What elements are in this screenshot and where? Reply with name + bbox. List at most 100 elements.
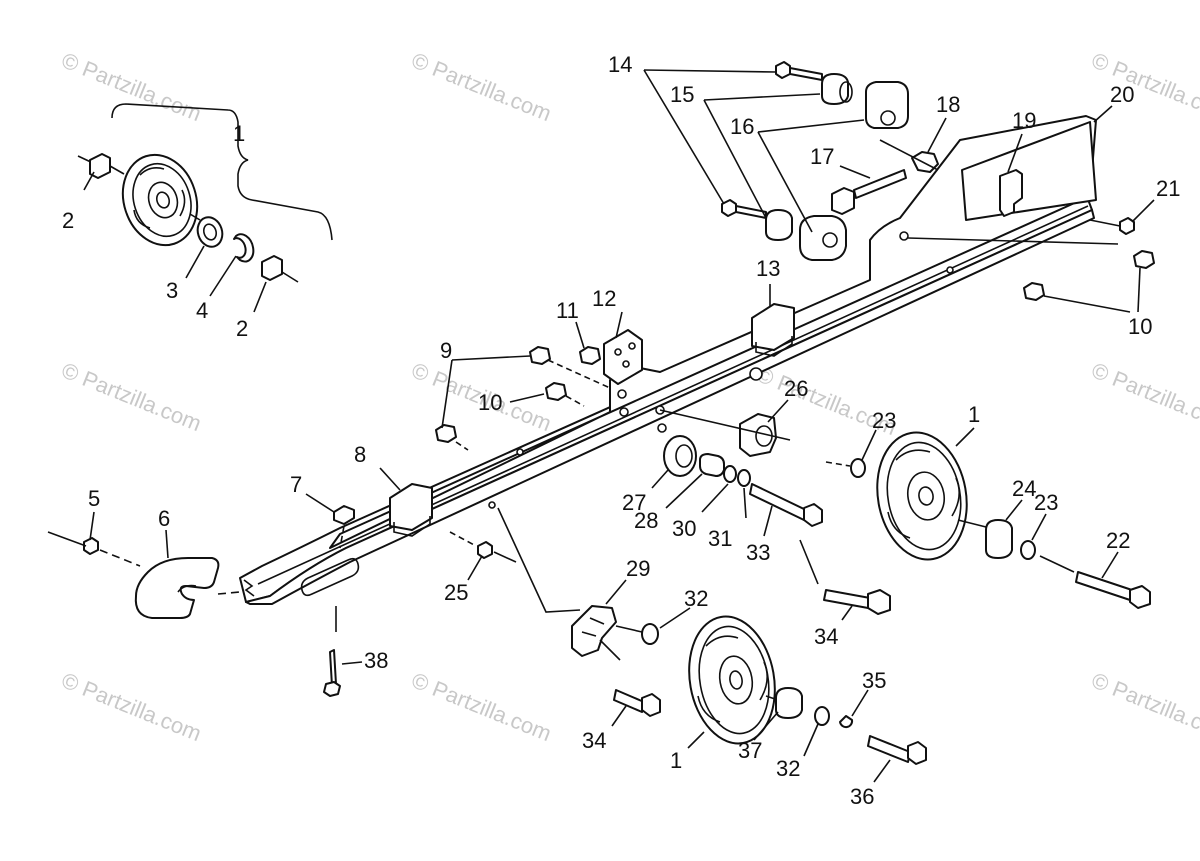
leader-line: [763, 505, 773, 537]
watermark: © Partzilla.com: [1088, 47, 1200, 126]
callout-19: 19: [1012, 108, 1036, 133]
callout-18: 18: [936, 92, 960, 117]
assembly-line: [825, 461, 851, 467]
leader-line: [767, 399, 789, 423]
axle-line: [493, 551, 517, 563]
wheel-hub: [718, 655, 754, 705]
leader-line: [185, 245, 205, 279]
wheel-spokes: [133, 167, 186, 229]
screw-21: [1119, 217, 1135, 235]
bolt-33-head: [803, 503, 823, 527]
bolt-34-head: [867, 589, 891, 615]
rail-upright-plate: [329, 115, 1097, 549]
callout-24: 24: [1012, 476, 1036, 501]
callout-4: 4: [196, 298, 208, 323]
bolt-34-shank: [613, 689, 645, 713]
callout-5: 5: [88, 486, 100, 511]
leader-line: [575, 321, 585, 349]
nut-10: [545, 382, 567, 401]
bearing-bore: [202, 223, 218, 241]
block-bore: [822, 232, 838, 248]
roller-assembly: [663, 435, 823, 585]
leader-line: [1005, 499, 1023, 521]
watermark: © Partzilla.com: [408, 47, 555, 126]
leader-line: [757, 119, 865, 133]
callout-16: 16: [730, 114, 754, 139]
callout-8: 8: [354, 442, 366, 467]
suspension-rail: [239, 115, 1097, 605]
leader-line: [1137, 267, 1141, 313]
washer-23: [850, 458, 866, 478]
callout-21: 21: [1156, 176, 1180, 201]
washer-23: [1020, 540, 1036, 560]
leader-line: [861, 429, 877, 461]
callout-35: 35: [862, 668, 886, 693]
bolt-22-head: [1129, 585, 1151, 609]
assembly-line: [1089, 219, 1121, 227]
rear-plate-20: [961, 121, 1097, 221]
washer-32: [641, 623, 659, 645]
callout-32: 32: [684, 586, 708, 611]
spacer-15: [765, 209, 793, 241]
bolt-14-shank: [789, 67, 823, 81]
axle-line: [189, 213, 201, 221]
front-tip-hardware: [47, 505, 517, 697]
bolt-38-head: [323, 681, 341, 697]
leader-line: [451, 355, 531, 361]
leader-line: [1101, 551, 1119, 579]
nut-7: [333, 505, 355, 525]
callout-14: 14: [608, 52, 632, 77]
bracket-hole: [614, 348, 622, 356]
leader-line: [687, 731, 705, 749]
callout-2: 2: [236, 316, 248, 341]
callout-20: 20: [1110, 82, 1134, 107]
snap-ring-4: [233, 233, 255, 263]
callout-11: 11: [556, 298, 579, 323]
assembly-line: [599, 639, 621, 661]
wheel-hub: [147, 181, 179, 219]
nut-9: [529, 346, 551, 365]
leader-line: [659, 607, 691, 629]
callout-37: 37: [738, 738, 762, 763]
spacer-28: [699, 453, 725, 477]
wheel-hub-center: [729, 670, 743, 690]
assembly-line: [659, 409, 791, 441]
wheel-hub-center: [918, 486, 934, 506]
leader-line: [1093, 105, 1113, 123]
callout-34: 34: [814, 624, 838, 649]
leader-line: [1043, 295, 1131, 313]
pad-8-base: [393, 516, 431, 537]
watermark: © Partzilla.com: [58, 357, 205, 436]
leader-line: [305, 493, 335, 513]
wheel-bolt-2: [261, 255, 283, 281]
callout-12: 12: [592, 286, 616, 311]
assembly-line: [449, 531, 477, 547]
tip-6-groove: [177, 584, 197, 593]
callout-23: 23: [872, 408, 896, 433]
bearing-3: [196, 216, 224, 248]
leader-line: [743, 487, 747, 519]
clip-19: [999, 169, 1023, 217]
wheel-hub: [906, 471, 946, 521]
bolt-36-head: [907, 741, 927, 765]
callout-36: 36: [850, 784, 874, 809]
bolt-14: [721, 199, 737, 217]
leader-line: [757, 131, 813, 233]
bolt-17-shank: [853, 169, 907, 199]
wheel-spokes: [887, 449, 960, 539]
leader-line: [841, 605, 853, 621]
leader-line: [701, 483, 729, 513]
callout-26: 26: [784, 376, 808, 401]
rear-plate-assembly: [961, 121, 1097, 221]
spacer-37: [775, 687, 803, 719]
leader-line: [83, 171, 95, 191]
callout-7: 7: [290, 472, 302, 497]
washer-32: [814, 706, 830, 726]
bolt-17-head: [831, 187, 855, 215]
upper-pivot-hardware: [721, 61, 939, 261]
rail-bottom: [245, 209, 1095, 605]
spacer-24: [985, 519, 1013, 559]
callout-1: 1: [233, 121, 245, 146]
rail-hole: [946, 266, 954, 274]
rail-hole: [488, 501, 496, 509]
